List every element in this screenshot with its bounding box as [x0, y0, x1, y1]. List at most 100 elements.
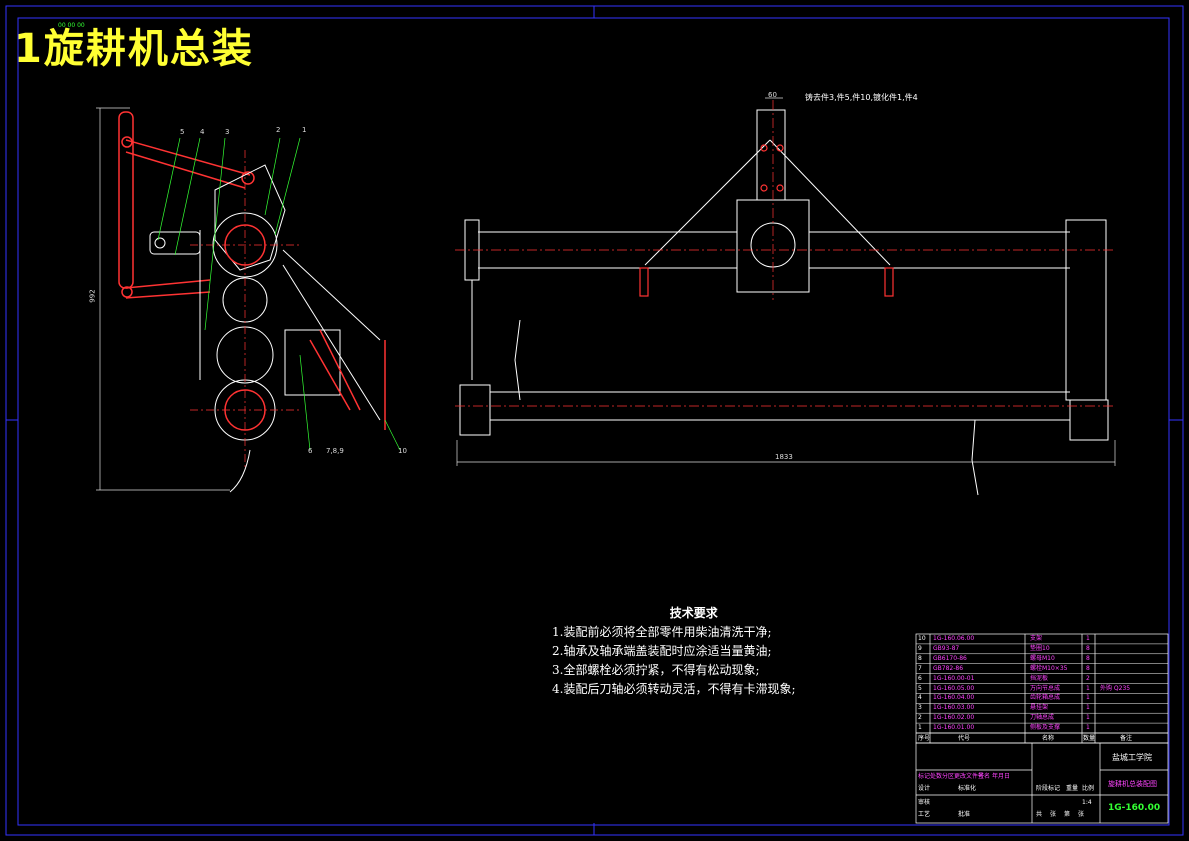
drawing-name: 旋耕机总装配图 [1108, 780, 1157, 788]
drawing-scale: 1:4 [1082, 799, 1092, 806]
title-block-label: 标记 [918, 773, 931, 780]
callout-6: 6 [308, 447, 313, 455]
bom-cell-name: 挡泥板 [1030, 674, 1049, 682]
bom-header-name: 名称 [1042, 735, 1055, 742]
bom-cell-code: 1G-160.02.00 [933, 714, 975, 722]
bom-cell-qty: 1 [1086, 694, 1090, 702]
tech-item-2: 2.轴承及轴承端盖装配时应涂适当量黄油; [552, 644, 772, 658]
callout-4: 4 [200, 128, 205, 136]
bom-cell-qty: 8 [1086, 654, 1090, 662]
bom-cell-no: 4 [918, 694, 922, 702]
bom-header-qty: 数量 [1083, 735, 1096, 742]
bom-cell-code: GB6170-86 [933, 654, 967, 662]
title-block-label: 第 [1064, 811, 1071, 818]
bom-cell-name: 侧板及支撑 [1030, 724, 1061, 732]
bom-cell-name: 万向节总成 [1030, 684, 1061, 692]
drawing-code: 1G-160.00 [1108, 803, 1161, 813]
bom-cell-name: 螺栓M10×35 [1030, 664, 1068, 672]
bom-cell-code: 1G-160.00-01 [933, 674, 975, 682]
callout-10: 10 [398, 447, 407, 455]
side-callout-numbers: 5 4 3 2 1 6 7,8,9 10 [180, 126, 407, 455]
title-block-label: 张 [1078, 811, 1085, 818]
hitch-mast [118, 111, 255, 299]
bom-header-no: 序号 [918, 735, 931, 742]
inner-border [17, 17, 1170, 826]
bom-cell-qty: 1 [1086, 684, 1090, 692]
callout-2: 2 [276, 126, 280, 134]
hitch-holes [760, 144, 784, 192]
tech-item-3: 3.全部螺栓必须拧紧，不得有松动现象; [552, 663, 760, 677]
page-title: 1旋耕机总装 [14, 26, 254, 72]
bom-cell-no: 3 [918, 704, 922, 712]
tech-heading: 技术要求 [669, 606, 718, 620]
title-block-label: 张 [1050, 811, 1057, 818]
bom-cell-code: 1G-160.04.00 [933, 694, 975, 702]
side-frame [199, 164, 381, 421]
side-centerlines [190, 150, 300, 470]
title-block-label: 标准化 [958, 785, 977, 792]
bom-cell-no: 6 [918, 674, 922, 682]
tiller-arm [309, 329, 386, 430]
title-block-label: 设计 [918, 785, 931, 792]
bom-cell-no: 10 [918, 635, 926, 642]
school-name: 盐城工学院 [1112, 753, 1152, 762]
centering-marks [6, 6, 1183, 835]
title-block-label: 重量 [1066, 785, 1079, 792]
bom-row-lines [916, 643, 1168, 734]
width-dimension [456, 97, 1116, 466]
bom-cell-name: 支架 [1030, 635, 1043, 642]
bom-cell-code: 1G-160.06.00 [933, 635, 975, 642]
title-block-label: 分区 [942, 773, 955, 780]
tech-item-4: 4.装配后刀轴必须转动灵活，不得有卡滞现象; [552, 682, 796, 696]
height-dimension-label: 992 [88, 289, 97, 303]
callout-1: 1 [302, 126, 306, 134]
bom-cell-no: 8 [918, 654, 922, 662]
corner-tag: 00 00 00 [58, 22, 85, 29]
bom-cell-name: 刀轴总成 [1030, 714, 1055, 722]
brackets [639, 267, 894, 297]
hitch-dimension-label: 60 [768, 91, 777, 99]
bom-cell-qty: 8 [1086, 644, 1090, 652]
title-block-label: 工艺 [918, 811, 931, 818]
title-block-label: 批准 [958, 811, 971, 818]
bom-cell-no: 2 [918, 714, 922, 722]
width-dimension-label: 1833 [775, 453, 793, 461]
title-block-label: 签名 [978, 773, 991, 780]
bom-cell-no: 9 [918, 644, 922, 652]
bom-cell-name: 齿轮箱总成 [1030, 694, 1061, 702]
title-block-label: 处数 [930, 773, 943, 780]
callout-5: 5 [180, 128, 184, 136]
front-view [455, 97, 1116, 496]
bom-cell-no: 1 [918, 724, 922, 732]
bom-cell-qty: 8 [1086, 664, 1090, 672]
bom-header-code: 代号 [958, 735, 971, 742]
upper-beam [464, 219, 1107, 401]
title-block-label: 共 [1036, 811, 1043, 818]
title-block-label: 审核 [918, 799, 931, 806]
bom-cell-name: 悬挂架 [1030, 704, 1049, 712]
title-block-label: 比例 [1082, 785, 1095, 792]
bom-header-note: 备注 [1120, 735, 1133, 742]
bom-cell-name: 螺母M10 [1030, 654, 1055, 662]
part-leaders [157, 137, 401, 451]
bom-cell-qty: 1 [1086, 704, 1090, 712]
bom-cell-no: 7 [918, 664, 922, 672]
front-centerlines [455, 100, 1115, 407]
title-block-label: 年月日 [992, 773, 1011, 780]
bom-cell-code: 1G-160.03.00 [933, 704, 975, 712]
bom-cell-code: GB93-87 [933, 644, 960, 652]
tech-item-1: 1.装配前必须将全部零件用柴油清洗干净; [552, 625, 772, 639]
bom-cell-qty: 1 [1086, 714, 1090, 722]
bom-cell-qty: 1 [1086, 724, 1090, 732]
bom-cell-no: 5 [918, 684, 922, 692]
title-block-label: 更改文件号 [954, 773, 985, 780]
height-dimension [96, 107, 230, 491]
side-plates [459, 280, 1109, 441]
bom-cell-qty: 2 [1086, 674, 1090, 682]
hitch-tower [644, 109, 891, 293]
bom-cell-code: 1G-160.01.00 [933, 724, 975, 732]
callout-789: 7,8,9 [326, 447, 344, 455]
callout-3: 3 [225, 128, 229, 136]
bom-cell-note: 外购 Q235 [1100, 684, 1131, 692]
